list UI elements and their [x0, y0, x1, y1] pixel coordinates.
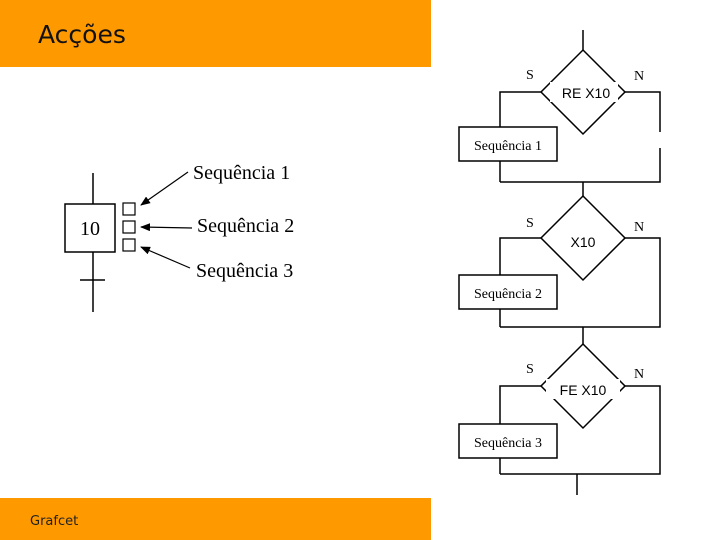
yes-branch-2	[499, 237, 541, 275]
title-banner	[0, 0, 431, 67]
process-box-2	[458, 274, 558, 310]
merge-1	[500, 148, 661, 183]
process-box-1	[458, 126, 558, 162]
process-label-1: Sequência 1	[474, 139, 542, 154]
action-box-3	[122, 238, 136, 252]
action-label-1: Sequência 1	[193, 162, 290, 184]
yes-branch-1	[499, 91, 541, 127]
condition-label-1: RE X10	[562, 85, 610, 101]
step-number: 10	[80, 218, 100, 240]
process-box-3	[458, 423, 558, 459]
action-box-2	[122, 220, 136, 234]
action-label-2: Sequência 2	[197, 215, 294, 237]
action-arrow-3	[140, 246, 191, 269]
footer-label: Grafcet	[30, 514, 79, 529]
yes-label-1: S	[526, 68, 534, 83]
action-arrow-1	[140, 171, 189, 206]
flowchart-labels: S N RE X10 Sequência 1 S N X10 Sequência…	[474, 68, 644, 451]
process-label-3: Sequência 3	[474, 436, 542, 451]
footer-banner	[0, 498, 431, 540]
condition-label-3: FE X10	[560, 382, 607, 398]
no-label-2: N	[634, 220, 644, 235]
no-branch-2	[500, 237, 661, 328]
condition-label-2: X10	[571, 234, 596, 250]
condition-mask-3	[546, 379, 620, 399]
condition-mask-1	[550, 82, 618, 102]
yes-label-2: S	[526, 216, 534, 231]
step-box	[64, 203, 116, 253]
grafcet-step-diagram: 10 Sequência 1 Sequência 2 Sequência 3	[64, 162, 294, 312]
yes-branch-3	[499, 385, 541, 424]
decision-diamond-2	[539, 194, 627, 282]
slide-title: Acções	[38, 20, 126, 49]
no-branch-3	[500, 385, 661, 475]
no-label-3: N	[634, 367, 644, 382]
action-box-1	[122, 202, 136, 216]
no-branch-1	[625, 91, 661, 132]
action-label-3: Sequência 3	[196, 260, 293, 282]
process-label-2: Sequência 2	[474, 287, 542, 302]
action-arrow-2	[140, 223, 193, 232]
yes-label-3: S	[526, 362, 534, 377]
no-label-1: N	[634, 69, 644, 84]
